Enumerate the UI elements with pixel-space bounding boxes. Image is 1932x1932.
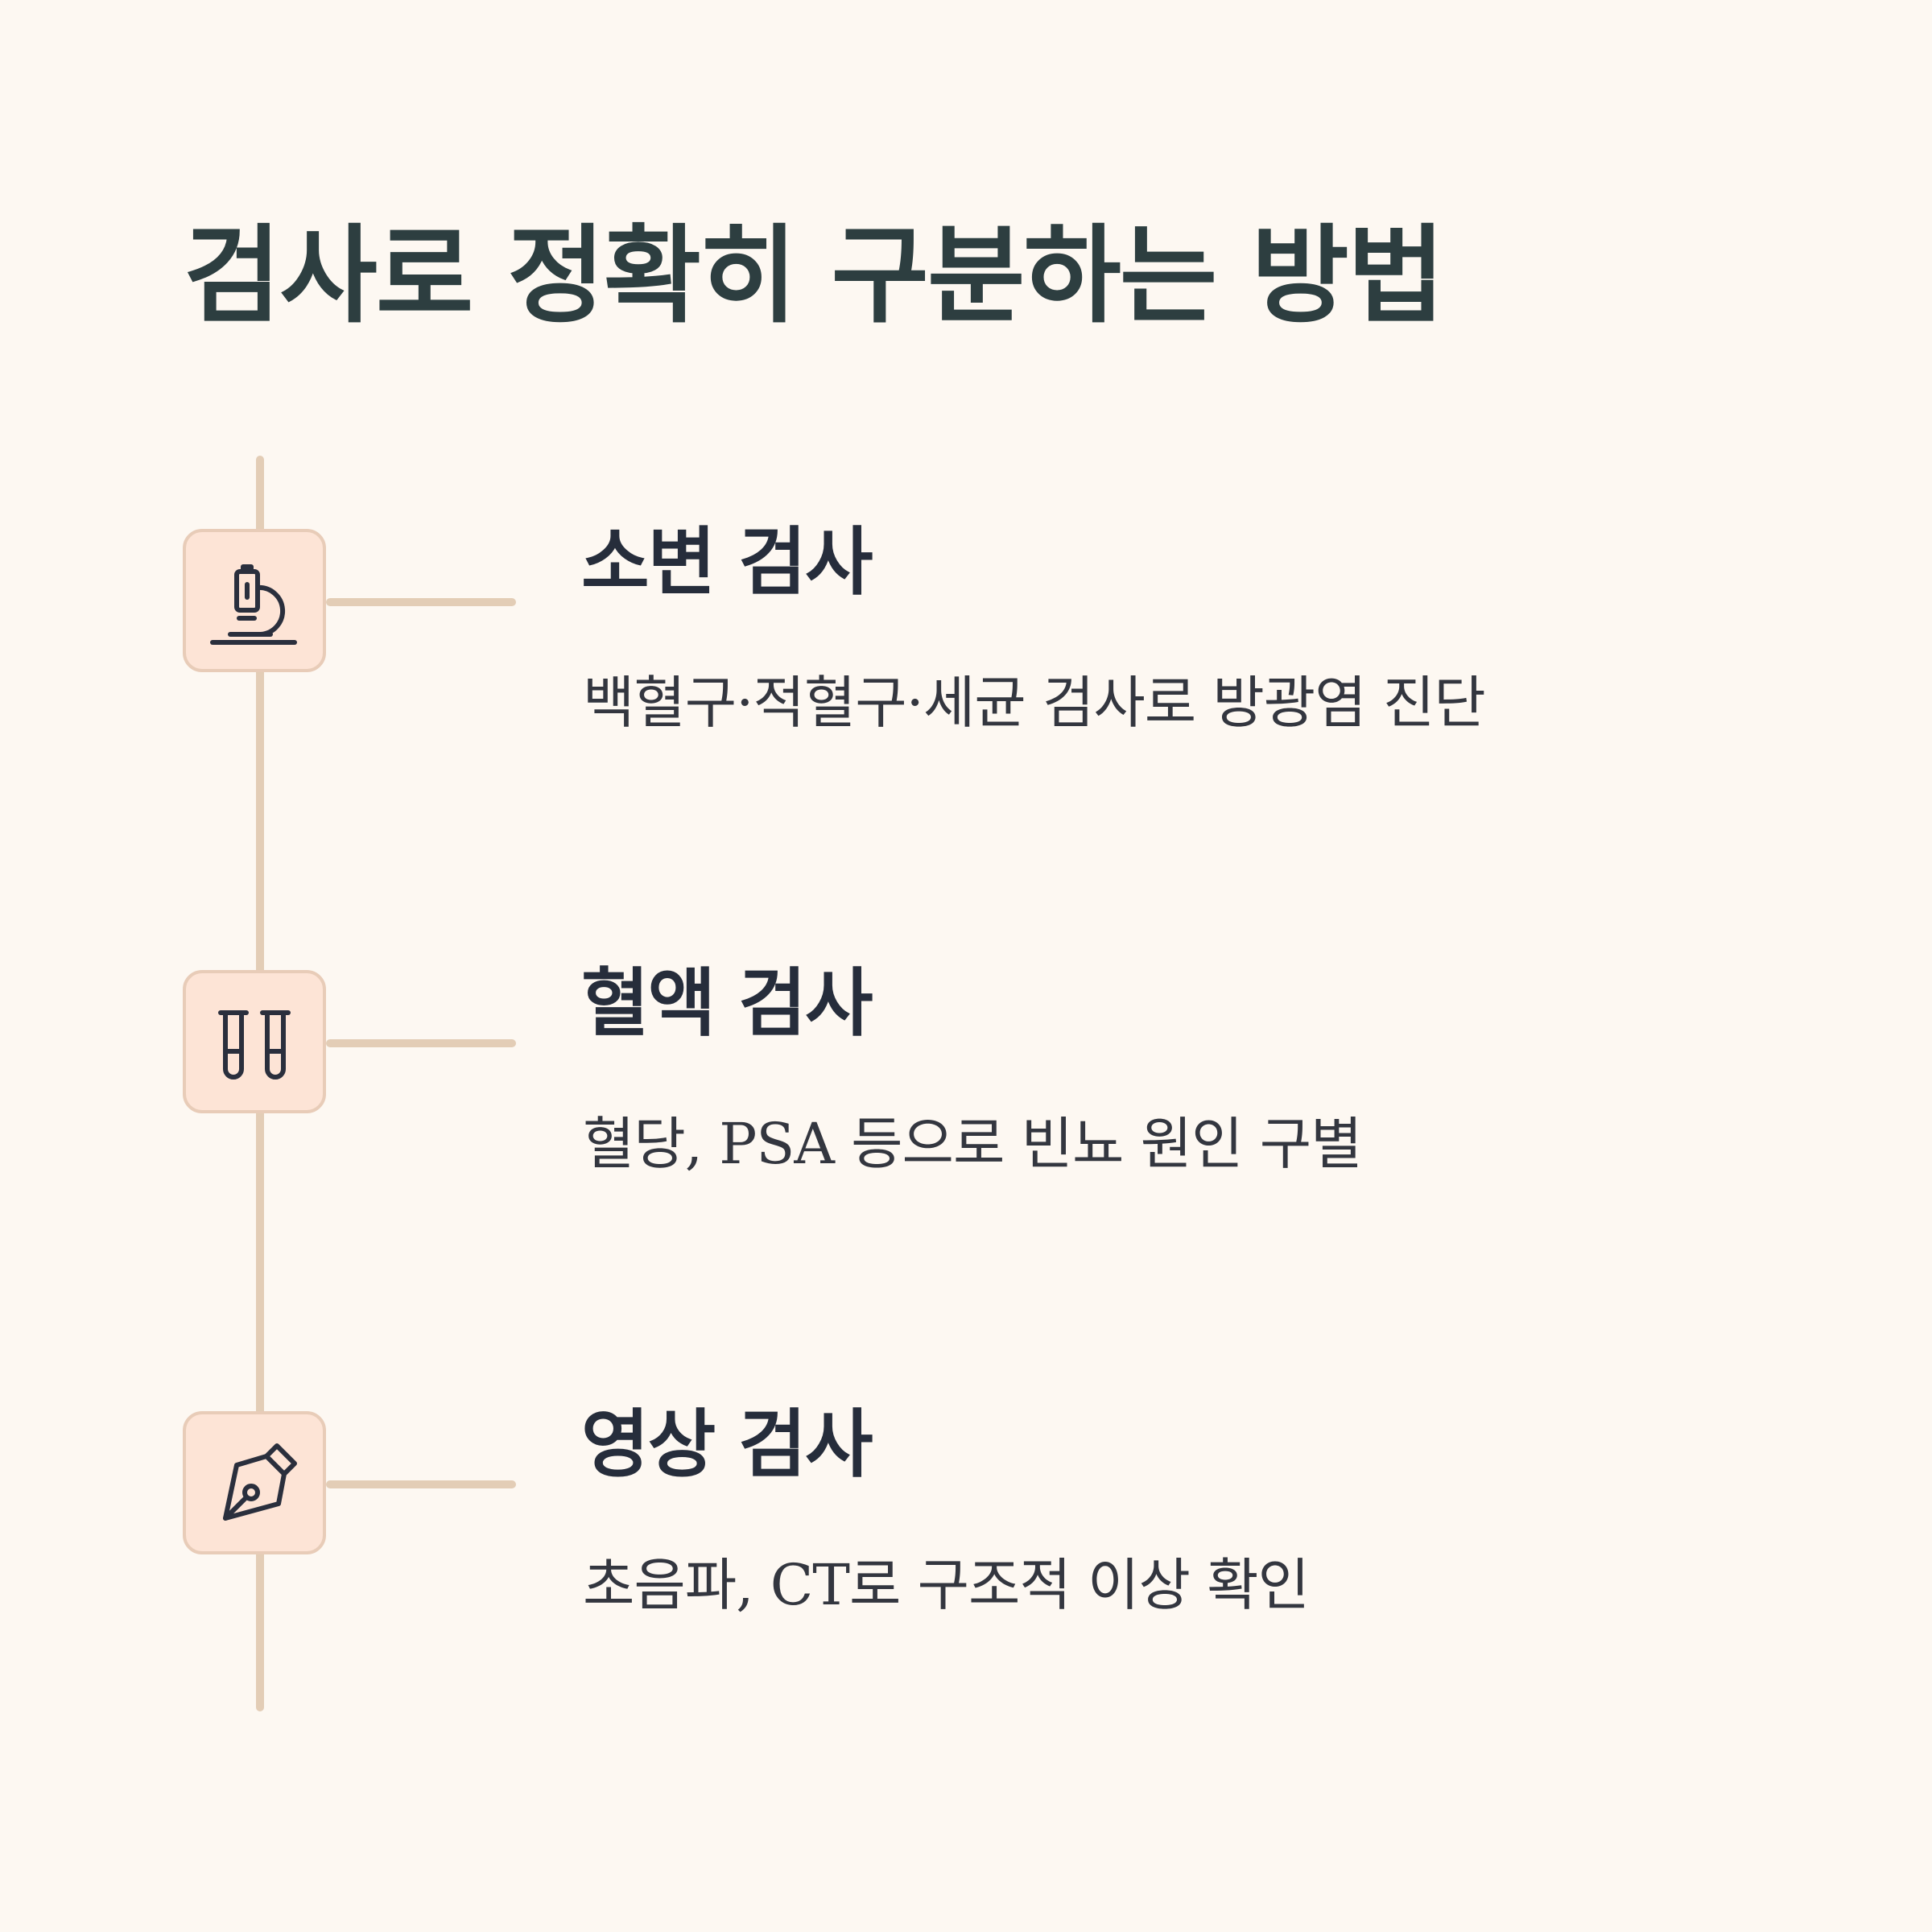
step-icon-box-imaging <box>183 1411 326 1554</box>
step-description-blood: 혈당, PSA 등으로 빈뇨 원인 구별 <box>583 1111 1363 1177</box>
step-title-blood: 혈액 검사 <box>581 960 873 1046</box>
step-connector-blood <box>326 1039 516 1047</box>
step-icon-box-blood <box>183 970 326 1113</box>
page-title: 검사로 정확히 구분하는 방법 <box>184 214 1445 338</box>
step-description-urine: 백혈구·적혈구·세균 검사로 방광염 진단 <box>583 670 1486 736</box>
pen-nib-icon <box>223 1443 297 1521</box>
step-icon-box-urine <box>183 529 326 672</box>
step-title-urine: 소변 검사 <box>581 519 873 605</box>
step-connector-imaging <box>326 1480 516 1488</box>
step-title-imaging: 영상 검사 <box>581 1402 873 1488</box>
test-tubes-icon <box>218 1010 291 1080</box>
step-connector-urine <box>326 598 516 606</box>
microscope-icon <box>210 564 297 645</box>
step-description-imaging: 초음파, CT로 구조적 이상 확인 <box>583 1552 1310 1618</box>
